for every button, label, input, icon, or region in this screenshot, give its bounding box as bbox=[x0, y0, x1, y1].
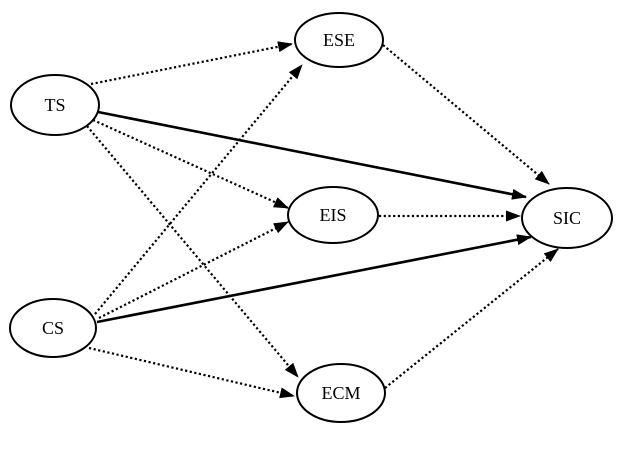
edges-layer bbox=[86, 41, 559, 399]
nodes-layer: TS CS ESE EIS ECM SIC bbox=[9, 12, 613, 423]
node-cs-label: CS bbox=[42, 318, 64, 338]
node-ts-label: TS bbox=[44, 95, 65, 115]
edge-ts-eis bbox=[92, 118, 289, 210]
edge-cs-ese bbox=[94, 64, 303, 315]
node-sic: SIC bbox=[521, 187, 613, 249]
node-ese-ellipse bbox=[294, 12, 384, 68]
node-ese: ESE bbox=[294, 12, 384, 68]
edge-cs-sic bbox=[96, 234, 532, 324]
node-cs-ellipse bbox=[9, 298, 97, 358]
node-eis: EIS bbox=[287, 186, 379, 244]
node-eis-ellipse bbox=[287, 186, 379, 244]
edge-ts-sic bbox=[97, 110, 527, 200]
edge-cs-ecm bbox=[88, 346, 295, 399]
node-ese-label: ESE bbox=[323, 30, 355, 50]
edge-ts-ecm bbox=[86, 125, 299, 378]
edge-ecm-sic bbox=[384, 248, 559, 389]
node-ecm-label: ECM bbox=[321, 383, 360, 403]
node-cs: CS bbox=[9, 298, 97, 358]
node-ts-ellipse bbox=[10, 74, 100, 136]
node-ecm-ellipse bbox=[296, 363, 386, 423]
node-sic-label: SIC bbox=[553, 208, 581, 228]
node-eis-label: EIS bbox=[320, 205, 347, 225]
node-ecm: ECM bbox=[296, 363, 386, 423]
node-sic-ellipse bbox=[521, 187, 613, 249]
edge-ts-ese bbox=[90, 41, 293, 86]
node-ts: TS bbox=[10, 74, 100, 136]
edge-ese-sic bbox=[382, 44, 550, 185]
